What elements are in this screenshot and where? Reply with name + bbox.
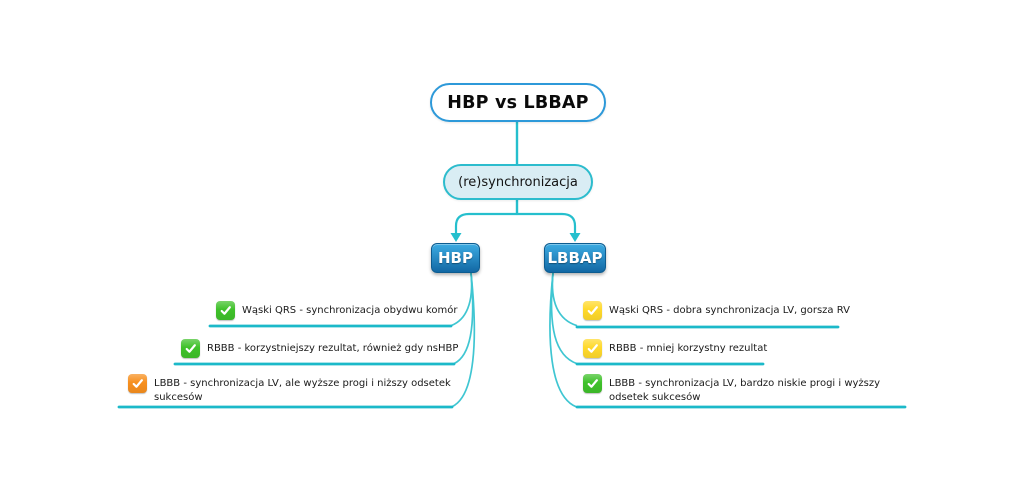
check-icon	[216, 301, 235, 320]
check-icon	[583, 374, 602, 393]
leaf-label: LBBB - synchronizacja LV, ale wyższe pro…	[154, 378, 451, 403]
leaf-label: Wąski QRS - synchronizacja obydwu komór	[242, 305, 458, 316]
leaf-label: Wąski QRS - dobra synchronizacja LV, gor…	[609, 305, 850, 316]
leaf-hbp-rbbb[interactable]: RBBB - korzystniejszy rezultat, również …	[181, 339, 458, 358]
leaf-lbbap-waski-qrs[interactable]: Wąski QRS - dobra synchronizacja LV, gor…	[583, 301, 850, 320]
node-lbbap[interactable]: LBBAP	[544, 243, 606, 273]
node-hbp[interactable]: HBP	[431, 243, 480, 273]
leaf-label: LBBB - synchronizacja LV, bardzo niskie …	[609, 378, 881, 403]
node-resynchronizacja[interactable]: (re)synchronizacja	[443, 164, 593, 200]
leaf-label: RBBB - korzystniejszy rezultat, również …	[207, 343, 459, 354]
check-icon	[128, 374, 147, 393]
check-icon	[583, 301, 602, 320]
check-icon	[181, 339, 200, 358]
leaf-hbp-lbbb[interactable]: LBBB - synchronizacja LV, ale wyższe pro…	[128, 374, 484, 404]
leaf-lbbap-rbbb[interactable]: RBBB - mniej korzystny rezultat	[583, 339, 767, 358]
leaf-label: RBBB - mniej korzystny rezultat	[609, 343, 768, 354]
leaf-lbbap-lbbb[interactable]: LBBB - synchronizacja LV, bardzo niskie …	[583, 374, 909, 404]
check-icon	[583, 339, 602, 358]
leaf-hbp-waski-qrs[interactable]: Wąski QRS - synchronizacja obydwu komór	[216, 301, 457, 320]
node-root[interactable]: HBP vs LBBAP	[430, 83, 606, 122]
